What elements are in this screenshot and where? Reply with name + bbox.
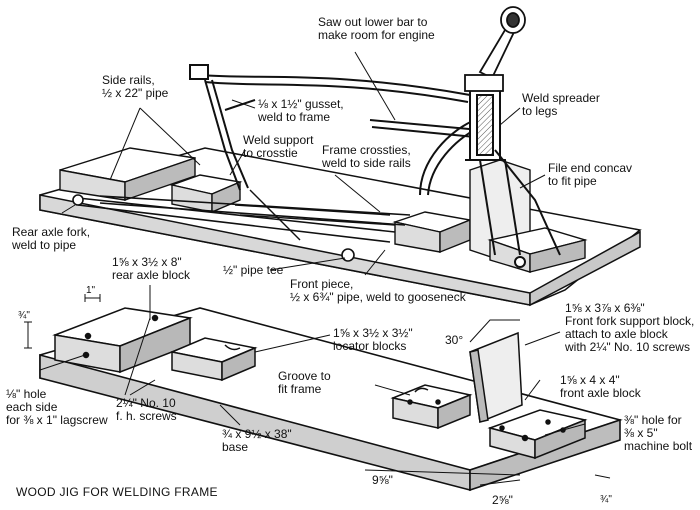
label-front-axle-block: 1⅝ x 4 x 4"front axle block: [560, 373, 641, 400]
top-bike-frame: [189, 64, 561, 268]
label-dim-2-5-8: 2⅝": [492, 493, 513, 507]
label-gusset: ⅛ x 1½" gusset,weld to frame: [258, 97, 344, 124]
top-front-support-block: [469, 159, 588, 273]
label-pipe-tee: ½" pipe tee: [223, 263, 284, 277]
top-leader-lines: [61, 51, 546, 276]
top-frame-crossties: [234, 189, 396, 241]
label-front-fork-support: 1⅝ x 3⅞ x 6⅜"Front fork support block,at…: [565, 301, 695, 354]
label-dim-3-4: ¾": [18, 310, 30, 321]
bottom-rear-axle-block: [52, 307, 193, 374]
bottom-dimension-lines: [24, 285, 611, 486]
label-rear-axle-block: 1⅝ x 3½ x 8"rear axle block: [112, 255, 191, 282]
top-rear-axle-block: [59, 147, 196, 201]
label-dim-9-5-8: 9⅝": [372, 473, 393, 487]
label-front-piece: Front piece,½ x 6¾" pipe, weld to goosen…: [290, 277, 466, 304]
bottom-front-fork-support-block: [469, 331, 523, 424]
label-side-rails: Side rails,½ x 22" pipe: [102, 73, 169, 100]
bottom-locator-block-rear: [169, 337, 258, 382]
top-handlebar-stem: [464, 6, 526, 92]
bottom-locator-block-front: [390, 384, 473, 430]
label-dim-3-4-b: ¾": [600, 494, 612, 505]
label-angle: 30°: [445, 333, 464, 347]
label-base: ¾ x 9½ x 38"base: [222, 427, 292, 454]
bottom-front-axle-block: [487, 409, 588, 460]
label-dim-1: 1": [86, 285, 96, 296]
top-locator-block-rear: [169, 174, 243, 214]
label-rear-axle-fork: Rear axle fork,weld to pipe: [12, 225, 91, 252]
figure-caption: WOOD JIG FOR WELDING FRAME: [16, 485, 218, 499]
label-frame-crossties: Frame crossties,weld to side rails: [322, 143, 411, 170]
label-locator-blocks: 1⅝ x 3½ x 3½"locator blocks: [333, 326, 413, 353]
top-side-rails: [72, 194, 411, 262]
top-locator-block-front: [392, 211, 473, 254]
